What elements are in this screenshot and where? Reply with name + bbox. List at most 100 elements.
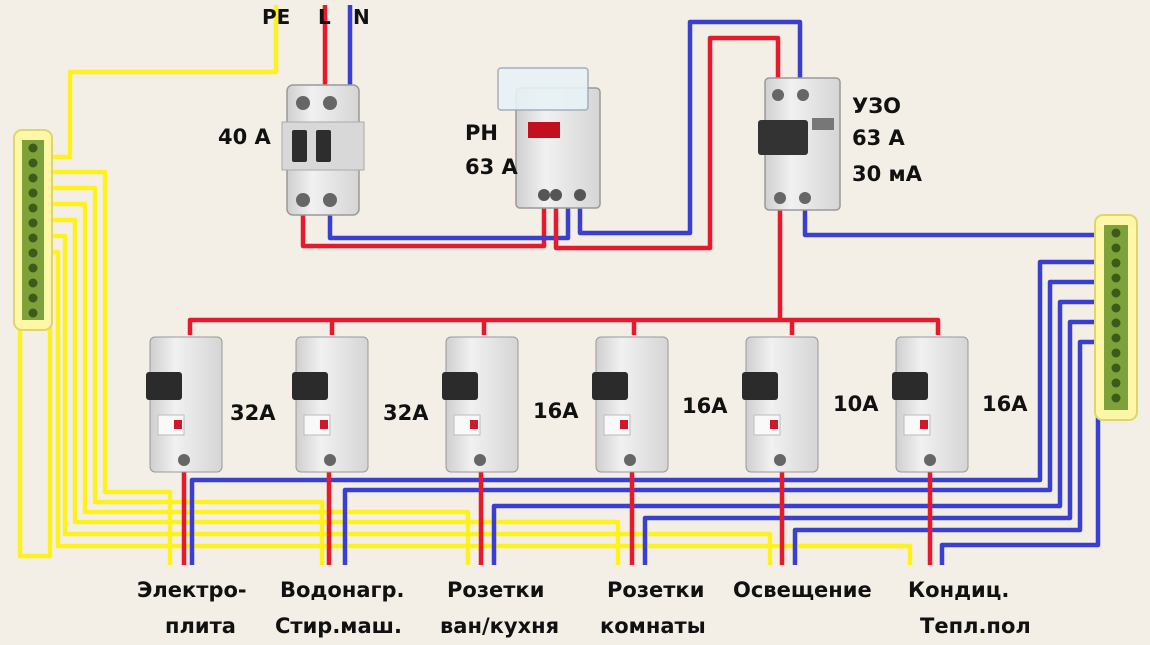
earth-busbar xyxy=(13,129,53,331)
neutral-load-wires xyxy=(189,259,1101,565)
relay-to-rcd-phase-wire xyxy=(553,35,781,251)
breaker-screw xyxy=(178,454,190,466)
terminal-screw xyxy=(28,143,38,153)
load-label: Водонагр. xyxy=(280,578,404,602)
breaker-rating: 10А xyxy=(833,392,879,416)
terminal-screw xyxy=(1111,333,1121,343)
neutral-busbar xyxy=(1094,214,1138,421)
rcd-to-neutral-bus-wire xyxy=(802,208,1100,238)
breaker-body xyxy=(895,336,969,473)
rcd-device xyxy=(758,77,841,211)
terminal-screw xyxy=(28,233,38,243)
terminal-screw xyxy=(1111,348,1121,358)
terminal-screw xyxy=(1111,288,1121,298)
branch-breaker xyxy=(146,336,223,473)
load-label: Розетки xyxy=(607,578,704,602)
breaker-rating: 16А xyxy=(682,394,728,418)
rcd-lever[interactable] xyxy=(758,120,808,155)
main-breaker-rating: 40 А xyxy=(218,125,272,149)
branch-breaker xyxy=(742,336,819,473)
phase-distribution-bus xyxy=(187,208,941,335)
branch-breakers xyxy=(146,336,969,473)
terminal-screw xyxy=(1111,303,1121,313)
breaker-rating: 32А xyxy=(383,401,429,425)
voltage-relay xyxy=(497,67,601,209)
breaker-screw xyxy=(924,454,936,466)
load-label: Тепл.пол xyxy=(920,614,1031,638)
breaker-lever[interactable] xyxy=(442,372,478,400)
breaker-red-mark xyxy=(620,420,628,429)
branch-breaker xyxy=(442,336,519,473)
breaker-body xyxy=(745,336,819,473)
terminal-screw xyxy=(28,188,38,198)
breaker-lever[interactable] xyxy=(292,372,328,400)
load-label: Электро- xyxy=(137,578,247,602)
breaker-body xyxy=(149,336,223,473)
breaker-red-mark xyxy=(920,420,928,429)
main-breaker-lever[interactable] xyxy=(292,130,307,162)
rcd-leak-current: 30 мА xyxy=(852,162,923,186)
terminal-screw xyxy=(28,203,38,213)
pe-label: PE xyxy=(262,5,290,29)
load-label: Стир.маш. xyxy=(275,614,402,638)
breaker-lever[interactable] xyxy=(146,372,182,400)
breaker-red-mark xyxy=(470,420,478,429)
load-label: ван/кухня xyxy=(440,614,559,638)
rcd-name: УЗО xyxy=(852,94,901,118)
breaker-phase-out-wires xyxy=(181,470,933,565)
load-label: комнаты xyxy=(600,614,706,638)
breaker-red-mark xyxy=(174,420,182,429)
branch-breaker xyxy=(292,336,369,473)
terminal-screw xyxy=(28,173,38,183)
terminal-screw xyxy=(1111,393,1121,403)
terminal-screw xyxy=(28,293,38,303)
breaker-screw xyxy=(324,454,336,466)
relay-rating: 63 А xyxy=(465,155,519,179)
earth-supply-wire xyxy=(38,5,279,160)
breaker-screw xyxy=(474,454,486,466)
terminal-screw xyxy=(28,158,38,168)
rcd-test-button[interactable] xyxy=(812,118,834,130)
terminal-screw xyxy=(28,278,38,288)
breaker-screw xyxy=(624,454,636,466)
wires xyxy=(17,5,1101,565)
terminal-screw xyxy=(1111,258,1121,268)
relay-to-rcd-neutral-wire xyxy=(577,19,803,236)
terminal-screw xyxy=(1111,378,1121,388)
relay-display xyxy=(528,122,560,138)
load-label: Розетки xyxy=(447,578,544,602)
terminal-screw xyxy=(28,218,38,228)
main-breaker xyxy=(281,84,365,216)
rcd-rating: 63 А xyxy=(852,126,906,150)
branch-breaker xyxy=(892,336,969,473)
earth-load-wires xyxy=(17,169,913,565)
breaker-lever[interactable] xyxy=(892,372,928,400)
terminal-screw xyxy=(1111,273,1121,283)
terminal-screw xyxy=(1111,318,1121,328)
terminal-screw xyxy=(1111,243,1121,253)
breaker-body xyxy=(595,336,669,473)
breaker-lever[interactable] xyxy=(742,372,778,400)
terminal-screw xyxy=(1111,363,1121,373)
terminal-screw xyxy=(28,248,38,258)
terminal-screw xyxy=(28,263,38,273)
load-label: Кондиц. xyxy=(908,578,1009,602)
load-label: плита xyxy=(165,614,236,638)
terminal-screw xyxy=(28,308,38,318)
branch-breaker xyxy=(592,336,669,473)
breaker-lever[interactable] xyxy=(592,372,628,400)
breaker-rating: 16А xyxy=(982,392,1028,416)
breaker-red-mark xyxy=(770,420,778,429)
breaker-body xyxy=(445,336,519,473)
breaker-rating: 32А xyxy=(230,401,276,425)
breaker-body xyxy=(295,336,369,473)
n-label: N xyxy=(353,5,370,29)
main-to-relay-phase-wire xyxy=(300,205,547,249)
main-to-relay-neutral-wire xyxy=(327,205,571,241)
terminal-screw xyxy=(1111,228,1121,238)
load-label: Освещение xyxy=(733,578,872,602)
breaker-red-mark xyxy=(320,420,328,429)
breaker-rating: 16А xyxy=(533,399,579,423)
